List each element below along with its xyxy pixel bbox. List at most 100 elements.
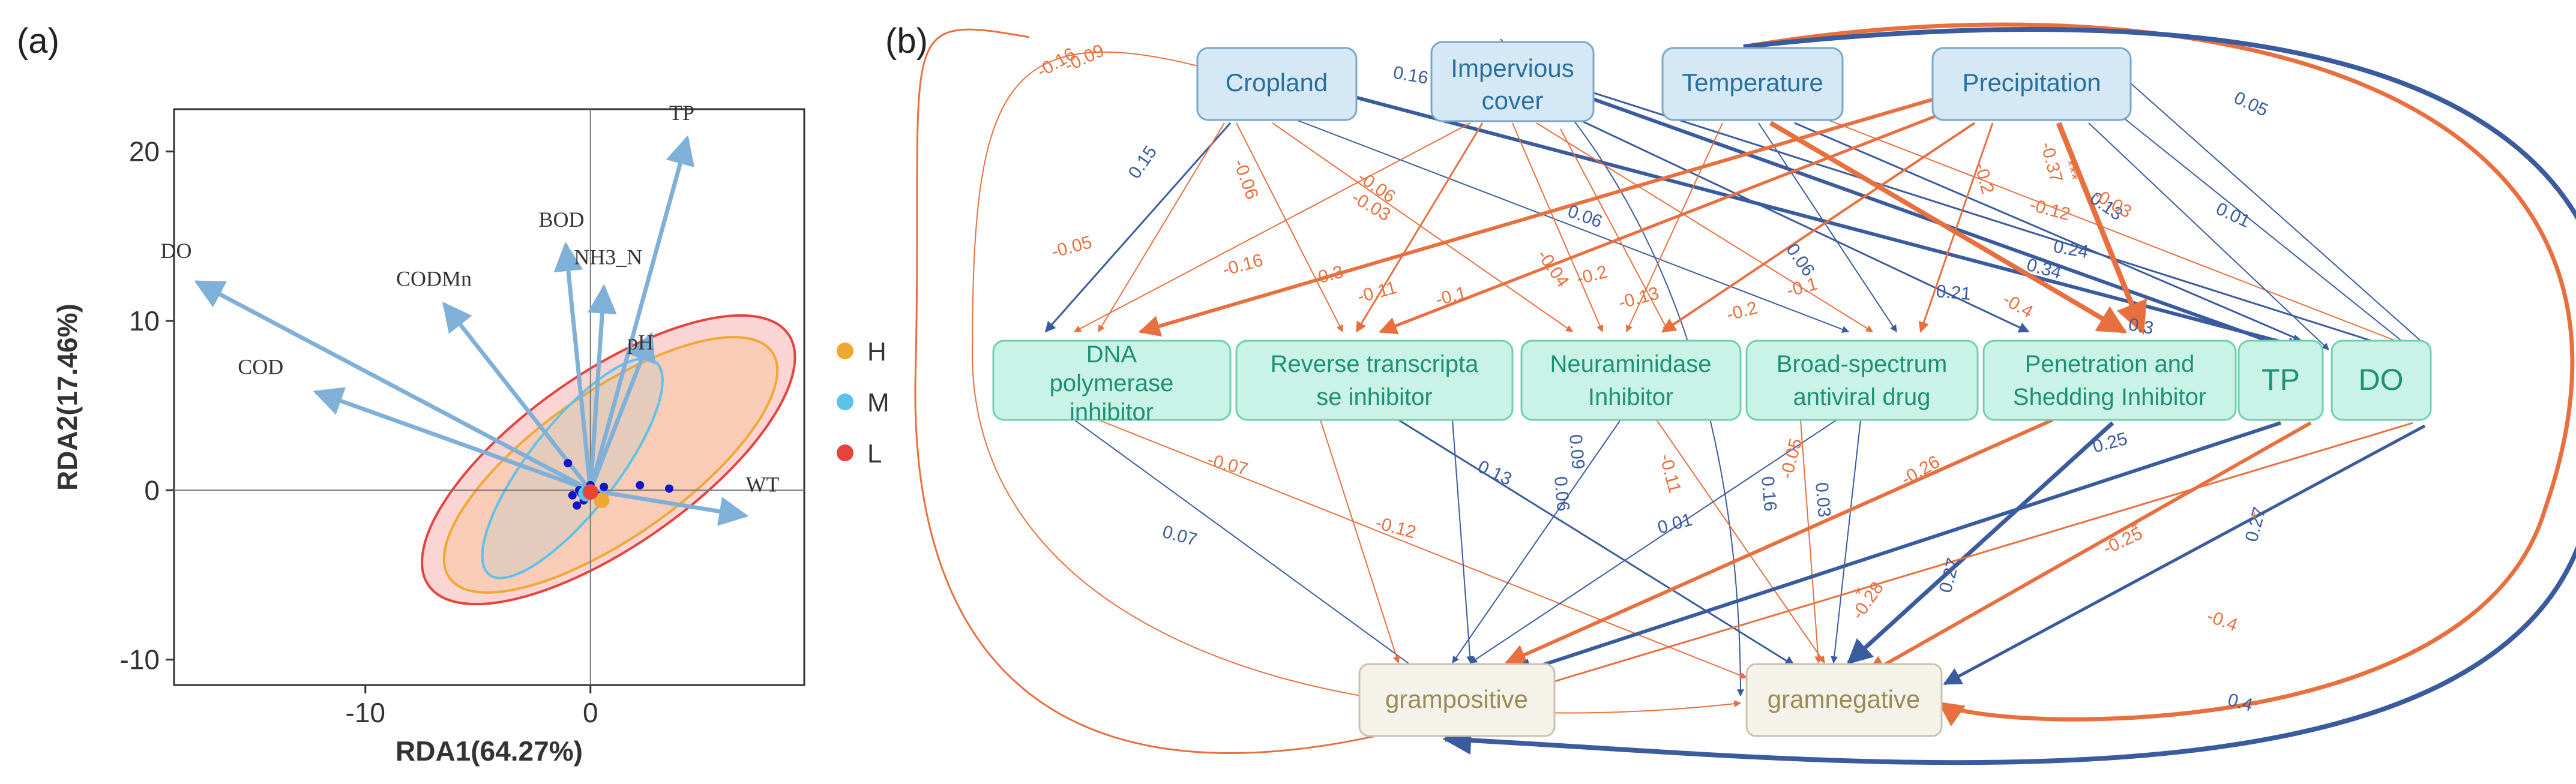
y-tick-label-3: 20	[129, 136, 160, 167]
path-pen-gp	[1504, 418, 2054, 665]
coef-label: *	[2131, 518, 2138, 538]
path-precip-neur	[1661, 122, 1976, 333]
node-dna-label-2: polymerase	[1050, 370, 1174, 396]
legend-label-L: L	[867, 439, 882, 468]
path-precip-do	[2118, 113, 2413, 350]
legend-marker-H	[837, 343, 853, 359]
path-cropland-rti	[1236, 122, 1343, 333]
arrow-TP	[588, 135, 694, 491]
path-impervious-neur	[1512, 122, 1604, 333]
node-cropland-label: Cropland	[1226, 68, 1328, 97]
path-cropland-neur	[1272, 122, 1573, 332]
arrow-label-TP: TP	[669, 101, 694, 125]
path-temperature-tp	[1794, 122, 2324, 351]
y-tick-label-1: 0	[144, 474, 160, 506]
path-rti-gn	[1398, 419, 1796, 667]
node-dna-label-1: DNA	[1086, 341, 1137, 368]
legend: HML	[837, 337, 889, 468]
arrow-DO	[194, 280, 592, 492]
path-cropland-broad	[1296, 119, 1850, 333]
coef-label: -0.16	[1220, 250, 1265, 280]
arrow-BOD	[553, 242, 593, 491]
arrow-label-DO: DO	[161, 239, 192, 263]
path-dna-gp	[1074, 419, 1429, 678]
path-precip-tp	[2088, 122, 2329, 350]
path-dna-gn	[1098, 419, 1748, 679]
node-penetration-shedding-inhibitor: Penetration and Shedding Inhibitor	[1982, 340, 2237, 421]
legend-label-M: M	[867, 388, 889, 417]
panel-a-label: (a)	[17, 22, 59, 61]
coef-label: -0.05	[1049, 232, 1094, 262]
coef-label: 0.3	[2127, 314, 2155, 338]
node-neur-label-1: Neuraminidase	[1550, 351, 1711, 377]
path-tp-gp	[1510, 421, 2281, 680]
path-impervious-do3	[1560, 128, 1669, 333]
arrow-NH3_N	[587, 284, 617, 491]
node-broad-spectrum-antiviral: Broad-spectrum antiviral drug	[1745, 340, 1979, 421]
y-axis-label: RDA2(17.46%)	[52, 304, 83, 491]
node-dna-label-3: inhibitor	[1070, 399, 1154, 425]
centroid-L	[582, 484, 598, 500]
node-impervious-label-2: cover	[1482, 86, 1544, 115]
path-impervious-broad	[1536, 122, 1874, 332]
coef-label: -0.12	[2027, 195, 2072, 225]
coef-label: 0.16	[1392, 62, 1430, 88]
node-impervious-label-1: Impervious	[1451, 54, 1574, 82]
path-pen-gn	[1846, 421, 2114, 665]
sample-point-1	[568, 491, 577, 500]
ellipse-L	[421, 314, 796, 606]
y-tick-label-2: 10	[129, 305, 160, 337]
path-impervious-dna	[1073, 122, 1471, 332]
node-do-label: DO	[2359, 363, 2404, 396]
coef-label: 0.06	[1550, 476, 1573, 512]
node-precipitation-label: Precipitation	[1962, 68, 2101, 97]
path-precip-dna	[1138, 94, 1945, 337]
sample-point-7	[600, 482, 609, 491]
node-gramnegative: gramnegative	[1745, 663, 1943, 737]
node-rti-label-2: se inhibitor	[1316, 384, 1432, 410]
path-precip-do2	[2124, 77, 2431, 350]
coef-label: 0.13	[1475, 456, 1515, 489]
node-pen-label-1: Penetration and	[2025, 351, 2194, 377]
node-do: DO	[2331, 340, 2432, 421]
sample-points	[564, 459, 673, 510]
sample-point-4	[573, 501, 582, 510]
node-temperature-label: Temperature	[1682, 68, 1823, 97]
node-broad-label-2: antiviral drug	[1793, 384, 1930, 410]
path-impervious-pen	[1560, 110, 2030, 333]
coef-label: 0.09	[1565, 434, 1588, 470]
coef-label: 0.25	[2090, 429, 2129, 457]
legend-label-H: H	[867, 337, 886, 367]
path-broad-gp	[1470, 419, 1837, 663]
coef-label: -0.2	[1574, 262, 1609, 289]
node-precipitation: Precipitation	[1931, 47, 2132, 121]
coef-label: 0.01	[1655, 510, 1694, 538]
node-rti-label-1: Reverse transcripta	[1271, 351, 1479, 377]
path-neur-gn	[1656, 419, 1825, 663]
path-cropland-dna2	[1098, 122, 1225, 333]
node-reverse-transcriptase-inhibitor: Reverse transcripta se inhibitor	[1235, 340, 1514, 421]
coef-label: -0.4	[2000, 289, 2036, 322]
node-grampositive: grampositive	[1358, 663, 1556, 737]
path-precip-rti	[1379, 106, 1957, 335]
coef-label: -0.1	[1433, 283, 1468, 310]
coef-label: 0.21	[1935, 281, 1972, 304]
coef-label: -0.26	[1898, 452, 1943, 489]
centroid-H	[594, 492, 610, 509]
x-tick-label-1: 0	[583, 697, 598, 728]
node-neur-label-2: Inhibitor	[1588, 384, 1673, 410]
sample-point-8	[636, 480, 645, 489]
coef-label: 0.05	[2231, 88, 2271, 121]
x-tick-label-0: -10	[346, 697, 385, 728]
coef-label: -0.11	[1355, 278, 1398, 307]
coef-label: -0.2	[1970, 161, 1997, 196]
arrow-label-NH3_N: NH3_N	[574, 245, 642, 269]
node-temperature: Temperature	[1661, 47, 1844, 121]
arrow-label-COD: COD	[238, 355, 283, 379]
path-cropland-gp-outer	[914, 28, 1442, 754]
panel-b-label: (b)	[885, 22, 928, 61]
x-axis-label: RDA1(64.27%)	[396, 735, 583, 767]
